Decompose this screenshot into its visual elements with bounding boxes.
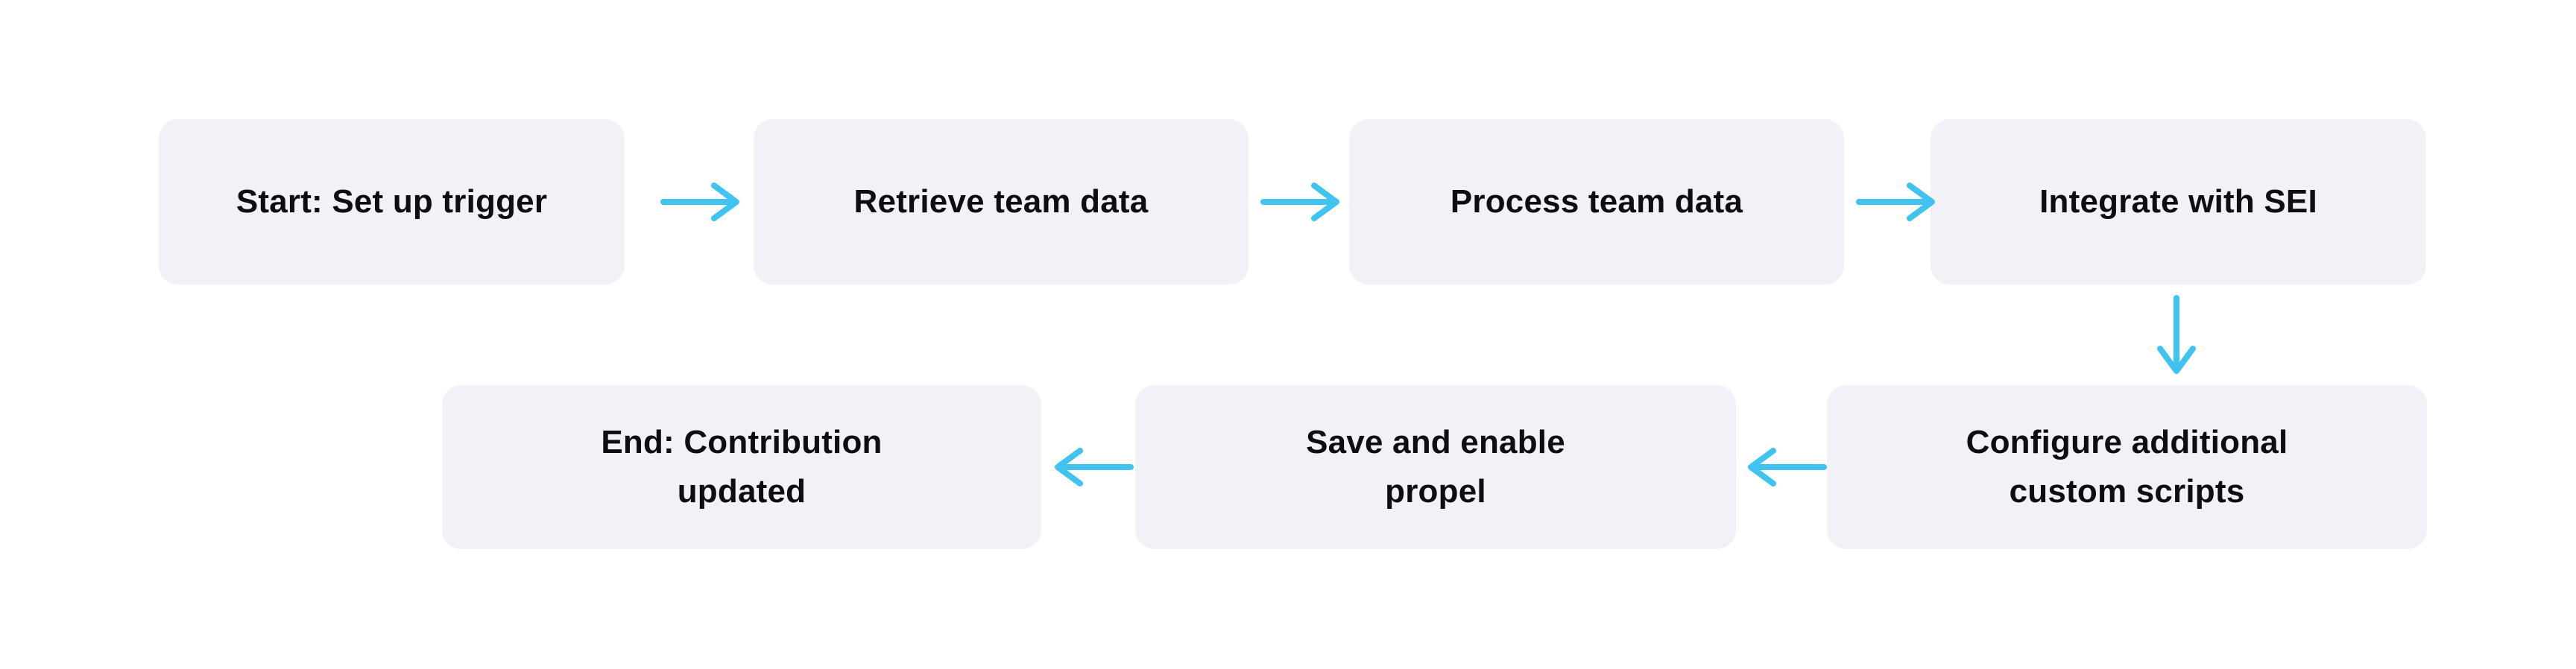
flow-node-label: Retrieve team data: [853, 183, 1149, 220]
flow-node-process-team-data: Process team data: [1349, 119, 1844, 285]
arrow-left-icon: [1052, 446, 1134, 488]
flow-node-configure-custom-scripts: Configure additional custom scripts: [1827, 385, 2427, 549]
flow-node-label: Configure additional custom scripts: [1966, 424, 2288, 510]
arrow-right-icon: [1856, 181, 1938, 223]
flow-node-label: Process team data: [1450, 183, 1743, 220]
arrow-right-icon: [1260, 181, 1342, 223]
flow-node-label: Integrate with SEI: [2039, 183, 2317, 220]
flow-node-save-and-enable-propel: Save and enable propel: [1135, 385, 1736, 549]
arrow-right-icon: [660, 181, 742, 223]
flow-node-label: End: Contribution updated: [601, 424, 883, 510]
flow-node-label: Save and enable propel: [1306, 424, 1565, 510]
flow-node-retrieve-team-data: Retrieve team data: [754, 119, 1248, 285]
flow-node-start-set-up-trigger: Start: Set up trigger: [159, 119, 625, 285]
arrow-left-icon: [1745, 446, 1827, 488]
flow-node-end-contribution-updated: End: Contribution updated: [442, 385, 1041, 549]
flow-node-label: Start: Set up trigger: [236, 183, 548, 220]
flow-node-integrate-with-sei: Integrate with SEI: [1931, 119, 2426, 285]
arrow-down-icon: [2156, 295, 2197, 377]
